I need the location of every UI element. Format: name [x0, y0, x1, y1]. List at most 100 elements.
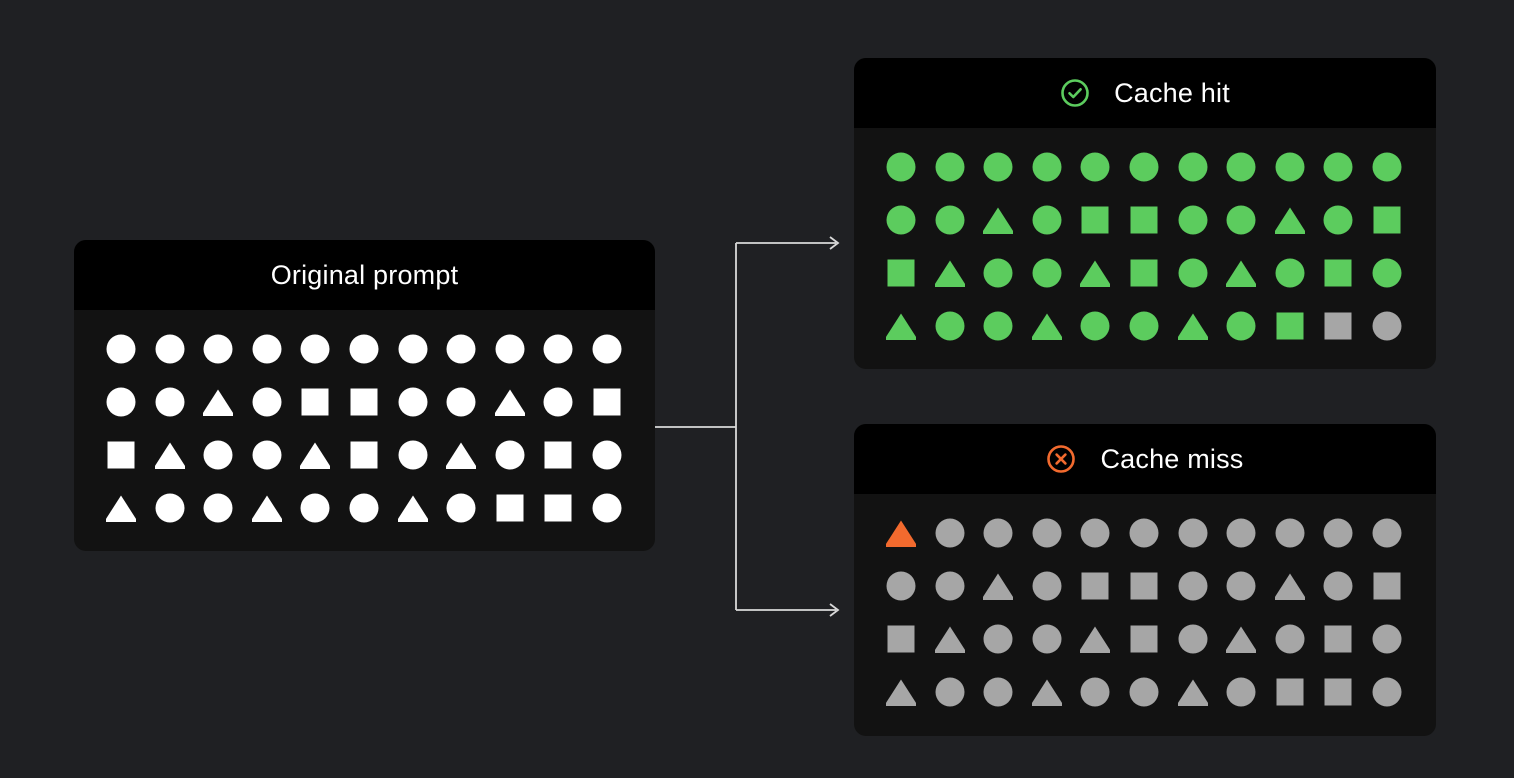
miss-circle-token [1080, 518, 1110, 548]
hit-circle-token [1080, 311, 1110, 341]
miss-circle-token [1032, 518, 1062, 548]
miss-circle-token [983, 518, 1013, 548]
miss-triangle-token [886, 520, 916, 547]
prompt-circle-token [203, 440, 233, 470]
hit-circle-token [1323, 152, 1353, 182]
prompt-circle-token [203, 334, 233, 364]
hit-circle-token [1372, 311, 1402, 341]
prompt-circle-token [495, 334, 525, 364]
prompt-circle-token [446, 334, 476, 364]
hit-square-token [1130, 259, 1158, 287]
hit-triangle-token [1274, 207, 1305, 234]
prompt-circle-token [349, 334, 379, 364]
hit-triangle-token [1080, 260, 1111, 287]
prompt-circle-token [592, 440, 622, 470]
hit-triangle-token [934, 260, 965, 287]
miss-circle-token [1275, 624, 1305, 654]
hit-circle-token [1226, 205, 1256, 235]
hit-circle-token [1372, 258, 1402, 288]
miss-circle-token [886, 571, 916, 601]
hit-circle-token [1323, 205, 1353, 235]
prompt-circle-token [543, 387, 573, 417]
hit-triangle-token [886, 313, 916, 340]
cache-hit-title: Cache hit [1114, 77, 1230, 108]
prompt-circle-token [592, 493, 622, 523]
prompt-square-token [496, 494, 524, 522]
miss-triangle-token [1080, 626, 1111, 653]
hit-triangle-token [983, 207, 1014, 234]
prompt-circle-token [446, 493, 476, 523]
miss-circle-token [1372, 677, 1402, 707]
cache-hit-panel: Cache hit [854, 58, 1436, 369]
miss-circle-token [1323, 571, 1353, 601]
prompt-square-token [107, 441, 135, 469]
hit-circle-token [1178, 205, 1208, 235]
hit-square-token [1276, 312, 1304, 340]
hit-circle-token [935, 152, 965, 182]
miss-circle-token [935, 677, 965, 707]
prompt-triangle-token [300, 442, 331, 469]
miss-square-token [1324, 678, 1352, 706]
check-circle-icon [1061, 79, 1089, 107]
prompt-circle-token [300, 493, 330, 523]
prompt-circle-token [349, 493, 379, 523]
hit-circle-token [1032, 258, 1062, 288]
miss-circle-token [1129, 677, 1159, 707]
cache-hit-token-grid [886, 152, 1402, 341]
hit-circle-token [1080, 152, 1110, 182]
miss-circle-token [983, 677, 1013, 707]
miss-circle-token [1226, 518, 1256, 548]
miss-triangle-token [1177, 679, 1208, 706]
hit-circle-token [983, 152, 1013, 182]
hit-square-token [1130, 206, 1158, 234]
prompt-circle-token [495, 440, 525, 470]
hit-circle-token [886, 152, 916, 182]
miss-circle-token [1275, 518, 1305, 548]
prompt-square-token [544, 494, 572, 522]
prompt-circle-token [155, 493, 185, 523]
miss-square-token [1324, 625, 1352, 653]
prompt-circle-token [252, 334, 282, 364]
hit-circle-token [1275, 258, 1305, 288]
prompt-circle-token [203, 493, 233, 523]
miss-circle-token [1080, 677, 1110, 707]
miss-circle-token [1372, 624, 1402, 654]
original-token-grid [106, 334, 622, 523]
prompt-circle-token [252, 440, 282, 470]
miss-circle-token [935, 571, 965, 601]
prompt-triangle-token [203, 389, 234, 416]
miss-triangle-token [1274, 573, 1305, 600]
hit-circle-token [1226, 152, 1256, 182]
hit-triangle-token [1177, 313, 1208, 340]
hit-triangle-token [1031, 313, 1062, 340]
hit-square-token [887, 259, 915, 287]
miss-triangle-token [1226, 626, 1257, 653]
prompt-square-token [301, 388, 329, 416]
prompt-circle-token [543, 334, 573, 364]
hit-circle-token [1032, 152, 1062, 182]
cache-miss-panel: Cache miss [854, 424, 1436, 736]
prompt-circle-token [252, 387, 282, 417]
prompt-square-token [544, 441, 572, 469]
prompt-circle-token [398, 334, 428, 364]
hit-circle-token [983, 311, 1013, 341]
miss-circle-token [1032, 624, 1062, 654]
original-prompt-header: Original prompt [74, 240, 655, 310]
hit-circle-token [1129, 311, 1159, 341]
miss-circle-token [1372, 518, 1402, 548]
miss-square-token [1130, 572, 1158, 600]
prompt-triangle-token [251, 495, 282, 522]
prompt-triangle-token [494, 389, 525, 416]
prompt-triangle-token [106, 495, 136, 522]
prompt-circle-token [592, 334, 622, 364]
prompt-square-token [593, 388, 621, 416]
prompt-circle-token [300, 334, 330, 364]
miss-triangle-token [934, 626, 965, 653]
hit-triangle-token [1226, 260, 1257, 287]
miss-square-token [1276, 678, 1304, 706]
hit-circle-token [1275, 152, 1305, 182]
hit-circle-token [983, 258, 1013, 288]
miss-triangle-token [983, 573, 1014, 600]
miss-triangle-token [886, 679, 916, 706]
hit-circle-token [1178, 258, 1208, 288]
